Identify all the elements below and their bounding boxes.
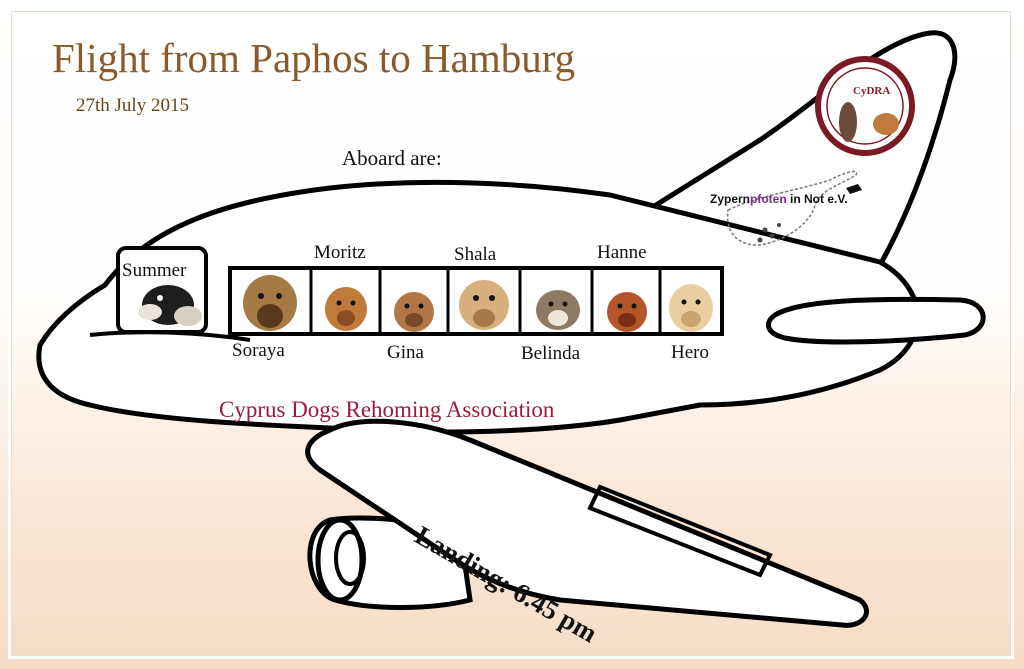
dog-name-soraya: Soraya (232, 340, 285, 361)
aboard-label: Aboard are: (342, 146, 442, 170)
zypernpfoten-logo-text: Zypernpfoten in Not e.V. (710, 192, 848, 206)
dog-photo-moritz (325, 287, 367, 331)
dog-photo-belinda (536, 290, 580, 330)
wing (305, 418, 869, 628)
cyprus-map-logo (726, 170, 862, 246)
dog-photo-soraya (243, 275, 297, 331)
dog-name-hanne: Hanne (597, 242, 647, 263)
page-title: Flight from Paphos to Hamburg (52, 35, 576, 81)
organization-name: Cyprus Dogs Rehoming Association (219, 397, 555, 422)
dog-photo-hanne (607, 292, 647, 332)
flight-date: 27th July 2015 (76, 95, 189, 116)
dog-name-shala: Shala (454, 244, 497, 265)
dog-name-moritz: Moritz (314, 242, 366, 263)
cydra-logo (815, 56, 915, 156)
dog-photo-shala (459, 280, 509, 330)
dog-photo-summer (138, 285, 202, 326)
cydra-logo-text: CyDRA (853, 85, 891, 97)
dog-name-gina: Gina (387, 342, 424, 363)
horizontal-stabilizer (766, 296, 986, 345)
dog-name-hero: Hero (671, 342, 709, 363)
dog-name-belinda: Belinda (521, 343, 581, 364)
dog-name-summer: Summer (122, 260, 187, 281)
dog-photo-hero (669, 284, 713, 332)
dog-photo-gina (394, 292, 434, 332)
